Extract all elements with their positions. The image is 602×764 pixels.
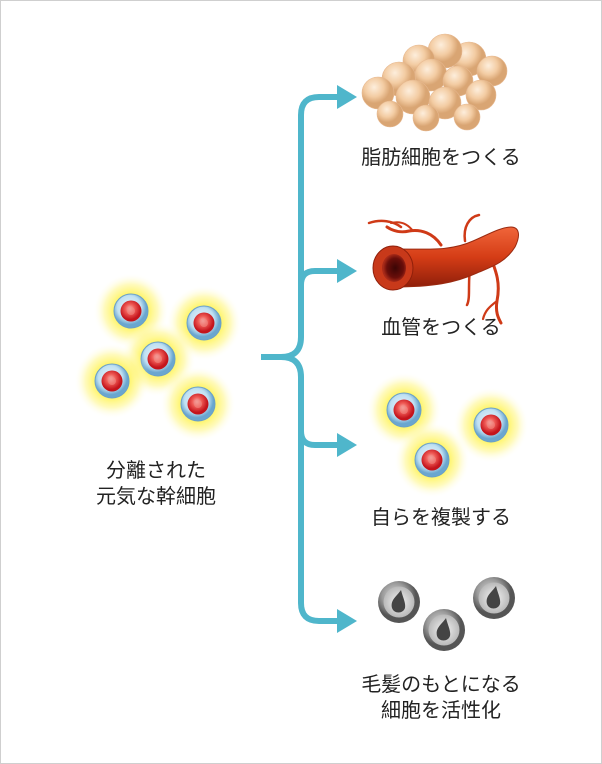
- hair-cell-icon: [473, 577, 515, 619]
- source-label-line: 分離された: [106, 458, 206, 482]
- source-stem-cells: [73, 272, 243, 443]
- outcome-label-vessel: 血管をつくる: [321, 314, 561, 340]
- outcome-label-hair: 毛髪のもとになる 細胞を活性化: [321, 671, 561, 723]
- source-label-line: 元気な幹細胞: [96, 484, 216, 508]
- outcome-label-fat: 脂肪細胞をつくる: [321, 144, 561, 170]
- hair-cell-icon: [423, 609, 465, 651]
- blood-vessel-icon: [367, 213, 519, 325]
- stem-cell-icon: [159, 365, 237, 443]
- stem-cell-icon: [73, 342, 151, 420]
- hair-cell-icon: [378, 581, 420, 623]
- hair-follicle-cells-icon: [378, 577, 515, 651]
- fat-cells-icon: [361, 33, 508, 132]
- branch-connector: [261, 94, 341, 624]
- source-label: 分離された 元気な幹細胞: [81, 457, 231, 509]
- outcome-label-self-replicate: 自らを複製する: [321, 504, 561, 530]
- arrowhead-vessel: [337, 259, 357, 283]
- stem-cell-icon: [393, 421, 471, 499]
- arrowhead-hair: [337, 609, 357, 633]
- stem-cells-icon: [365, 371, 530, 499]
- outcome-label-line: 自らを複製する: [371, 505, 511, 529]
- outcome-label-line: 脂肪細胞をつくる: [361, 145, 521, 169]
- arrow-to-self: [298, 430, 341, 448]
- outcome-label-line: 毛髪のもとになる: [361, 672, 521, 696]
- arrowhead-fat: [337, 85, 357, 109]
- outcome-label-line: 細胞を活性化: [381, 698, 501, 722]
- outcome-label-line: 血管をつくる: [381, 315, 501, 339]
- arrow-to-hair: [280, 354, 341, 624]
- arrowhead-self: [337, 433, 357, 457]
- arrow-to-vessel: [298, 268, 341, 286]
